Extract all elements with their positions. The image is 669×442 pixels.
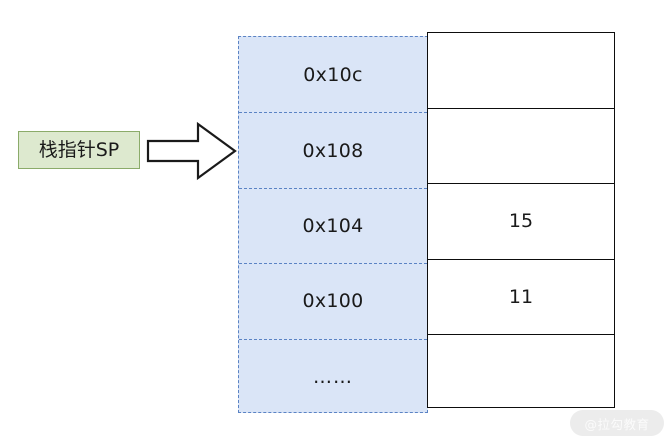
- address-cell: 0x108: [239, 112, 427, 187]
- address-cell-ellipsis: ……: [239, 338, 427, 414]
- value-cell-text: 11: [508, 285, 534, 308]
- right-arrow-icon: [146, 120, 238, 182]
- address-cell: 0x104: [239, 187, 427, 263]
- value-cell: 11: [428, 258, 614, 334]
- value-cell-text: 15: [508, 210, 534, 233]
- value-cell: [428, 108, 614, 183]
- watermark-text: @拉勾教育: [584, 416, 650, 432]
- address-column: 0x10c 0x108 0x104 0x100 ……: [238, 36, 428, 413]
- address-cell-text: ……: [313, 365, 353, 388]
- stack-pointer-label-text: 栈指针SP: [38, 138, 120, 161]
- address-cell-text: 0x104: [302, 214, 364, 237]
- value-column: 15 11: [427, 32, 615, 408]
- address-cell: 0x10c: [239, 37, 427, 112]
- watermark-badge: @拉勾教育: [570, 410, 664, 436]
- address-cell-text: 0x10c: [303, 63, 363, 86]
- value-cell: [428, 333, 614, 409]
- stack-pointer-label-box: 栈指针SP: [18, 131, 140, 169]
- address-cell-text: 0x100: [302, 290, 364, 313]
- address-cell: 0x100: [239, 263, 427, 338]
- value-cell: 15: [428, 183, 614, 258]
- memory-table: 0x10c 0x108 0x104 0x100 …… 15: [238, 32, 615, 413]
- address-cell-text: 0x108: [302, 139, 364, 162]
- value-cell: [428, 33, 614, 108]
